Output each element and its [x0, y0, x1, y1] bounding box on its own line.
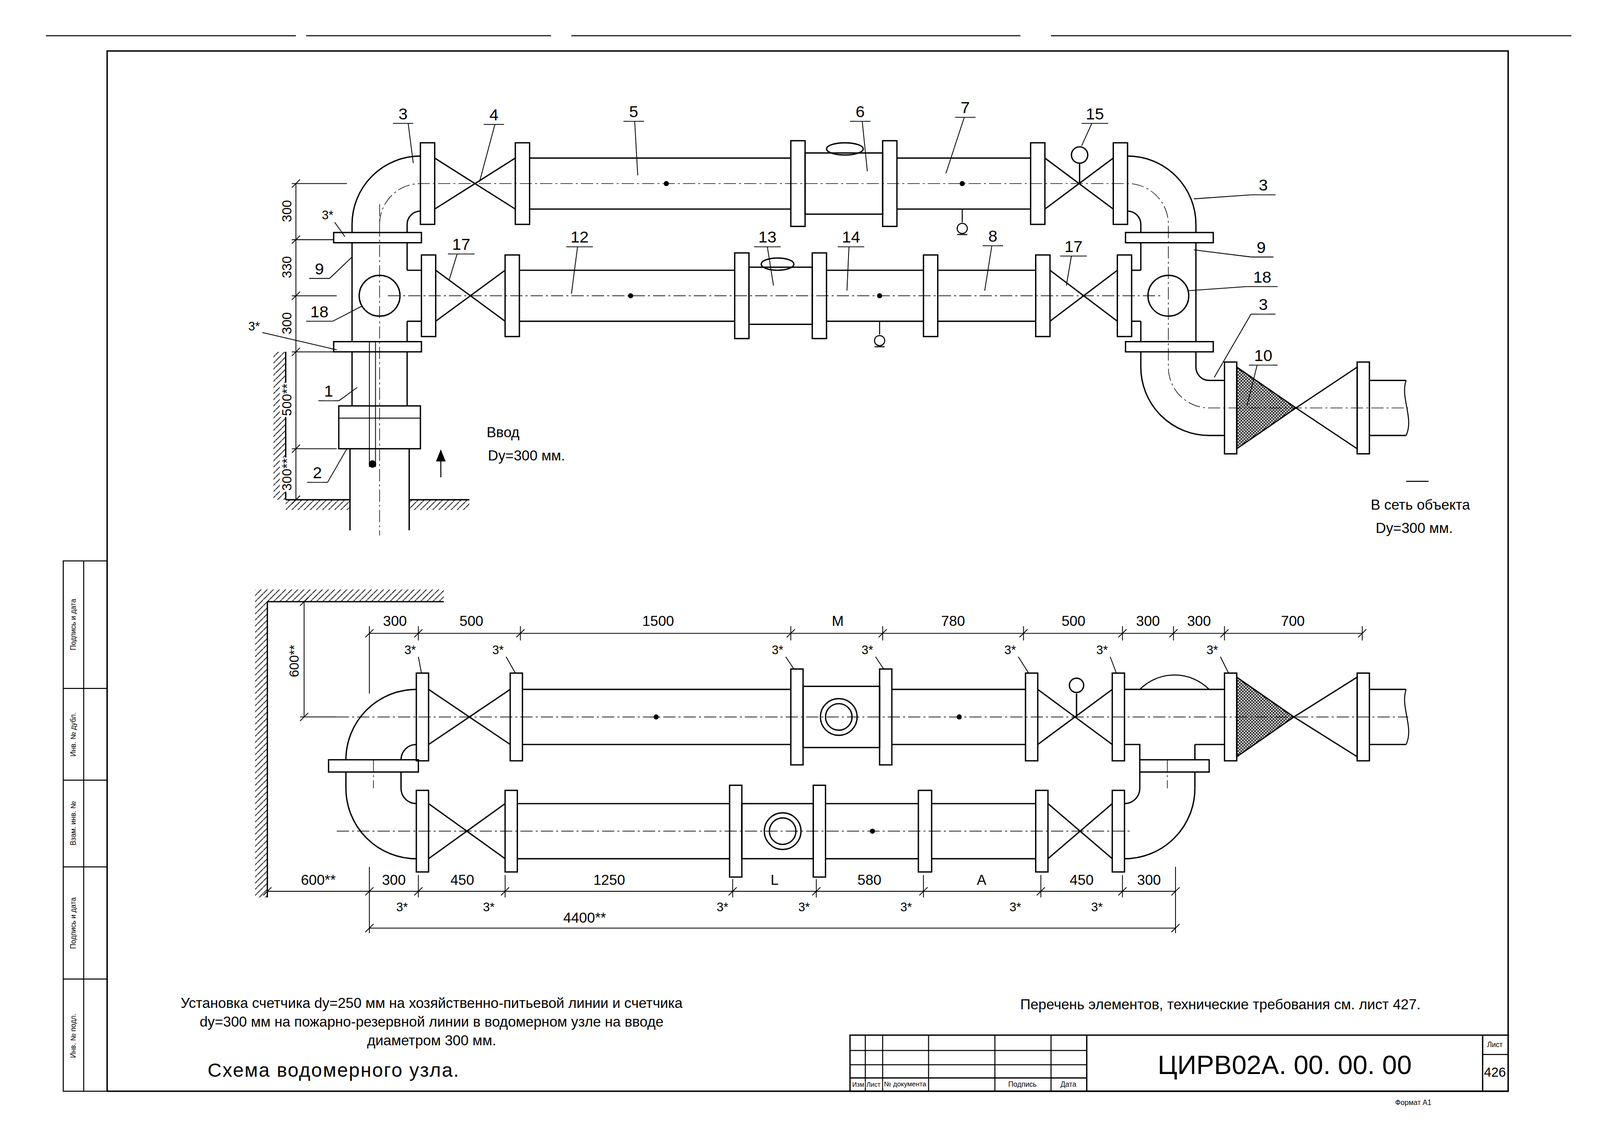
callout-number: 8	[987, 227, 999, 246]
weld-mark: 3*	[321, 208, 335, 222]
stamp-cell: Лист	[865, 1081, 882, 1088]
dimension-text: L	[769, 873, 780, 889]
dimension-text: 600**	[300, 873, 337, 889]
margin-cell: Взам. инв. №	[69, 800, 78, 847]
callout-number: 17	[1063, 238, 1084, 256]
dimension-text: 300**	[279, 457, 295, 492]
drawing-title: Схема водомерного узла.	[206, 1060, 461, 1081]
dimension-text: 300	[382, 613, 408, 629]
dimension-text: 300	[279, 199, 295, 224]
dimension-text: 4400**	[562, 911, 607, 927]
dimension-text: 500**	[279, 383, 295, 418]
stamp-cell: Подпись	[1007, 1081, 1038, 1089]
dimension-text: 1500	[641, 613, 676, 629]
callout-number: 18	[1252, 269, 1273, 287]
callout-number: 10	[1253, 347, 1274, 365]
stamp-cell: Изм	[851, 1081, 865, 1088]
callout-number: 3	[1258, 296, 1269, 314]
callout-number: 3	[1258, 177, 1269, 195]
dimension-text: M	[830, 613, 845, 629]
note-text: В сеть объекта	[1369, 497, 1471, 513]
weld-mark: 3*	[899, 900, 913, 914]
callout-number: 4	[488, 106, 500, 125]
callout-number: 14	[840, 229, 861, 247]
weld-mark: 3*	[247, 320, 261, 333]
note-text: Dy=300 мм.	[1374, 521, 1454, 537]
stamp-cell: 426	[1482, 1065, 1507, 1080]
dimension-text: 300	[1136, 873, 1162, 889]
callout-number: 2	[311, 465, 323, 483]
weld-mark: 3*	[1008, 900, 1022, 914]
note-text: Ввод	[485, 424, 521, 441]
callout-number: 9	[314, 260, 326, 279]
margin-cell: Подпись и дата	[69, 896, 78, 951]
weld-mark: 3*	[1090, 900, 1104, 914]
weld-mark: 3*	[1095, 643, 1109, 657]
callout-number: 12	[569, 229, 590, 247]
drawing-code: ЦИРВ02А. 00. 00. 00	[1156, 1051, 1413, 1080]
dimension-text: 500	[1060, 613, 1087, 629]
dimension-text: 580	[856, 873, 883, 889]
weld-mark: 3*	[771, 643, 785, 657]
margin-cell: Инв. № дубл.	[69, 711, 78, 758]
dimension-text: 1250	[592, 873, 627, 889]
dimension-text: 300	[1185, 613, 1212, 629]
weld-mark: 3*	[481, 900, 496, 914]
weld-mark: 3*	[1205, 643, 1219, 657]
weld-mark: 3*	[1003, 643, 1017, 657]
callout-number: 7	[959, 99, 971, 117]
weld-mark: 3*	[403, 643, 417, 657]
dimension-text: 500	[458, 613, 485, 629]
dimension-text: 330	[279, 255, 295, 280]
weld-mark: 3*	[491, 643, 505, 657]
callout-number: 18	[309, 303, 330, 322]
weld-mark: 3*	[715, 900, 730, 914]
stamp-cell: Лист	[1486, 1040, 1504, 1049]
weld-mark: 3*	[860, 643, 874, 657]
callout-number: 1	[323, 383, 335, 401]
margin-cell: Подпись и дата	[69, 597, 78, 652]
dimension-text: 700	[1279, 613, 1306, 629]
weld-mark: 3*	[395, 900, 409, 914]
callout-number: 9	[1255, 239, 1267, 257]
note-text: Dy=300 мм.	[486, 448, 566, 464]
stamp-cell: Формат А1	[1394, 1099, 1433, 1107]
caption-text: Установка счетчика dy=250 мм на хозяйств…	[165, 994, 699, 1051]
dimension-text: 450	[1068, 873, 1095, 889]
weld-mark: 3*	[797, 900, 811, 914]
stamp-cell: № документа	[883, 1081, 928, 1089]
dimension-text: 300	[381, 873, 407, 889]
dimension-text: 450	[449, 873, 476, 889]
dimension-text: A	[975, 873, 988, 889]
callout-number: 13	[757, 229, 778, 247]
callout-number: 15	[1084, 105, 1105, 124]
note-text: Перечень элементов, технические требован…	[1019, 997, 1422, 1013]
dimension-text: 300	[1134, 613, 1161, 629]
dimension-text: 300	[279, 311, 295, 336]
dimension-text: 600**	[286, 644, 301, 679]
callout-number: 6	[854, 103, 866, 121]
callout-number: 3	[397, 105, 409, 124]
stamp-cell: Дата	[1059, 1081, 1078, 1089]
callout-number: 5	[628, 103, 640, 121]
margin-cell: Инв. № подл.	[69, 1012, 78, 1060]
callout-number: 17	[451, 236, 472, 254]
dimension-text: 780	[940, 613, 966, 629]
